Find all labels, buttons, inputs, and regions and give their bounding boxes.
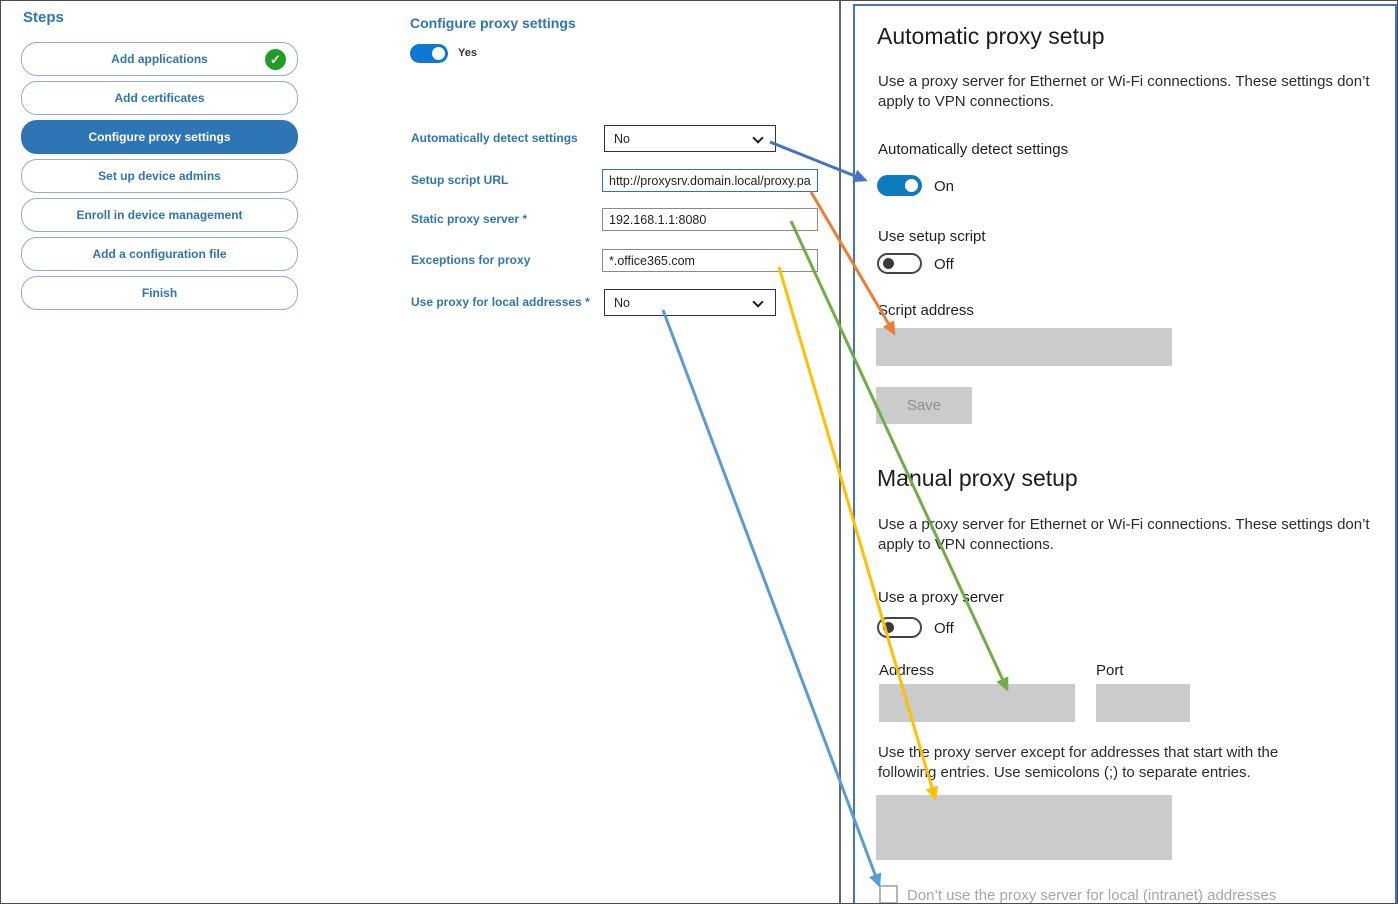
local-addresses-mapping-arrow xyxy=(661,309,882,888)
auto-detect-toggle[interactable] xyxy=(877,175,922,196)
step-add-certificates[interactable]: Add certificates xyxy=(21,81,298,115)
configure-proxy-enabled-toggle[interactable] xyxy=(410,44,448,63)
manual-proxy-description: Use a proxy server for Ethernet or Wi-Fi… xyxy=(878,516,1370,553)
step-set-up-device-admins[interactable]: Set up device admins xyxy=(21,159,298,193)
proxy-port-input[interactable] xyxy=(1096,684,1190,722)
windows-proxy-settings-panel: Automatic proxy setup Use a proxy server… xyxy=(853,4,1397,904)
use-setup-script-label: Use setup script xyxy=(878,228,986,245)
use-proxy-server-label: Use a proxy server xyxy=(878,589,1004,606)
chevron-down-icon xyxy=(752,296,764,308)
step-label: Add certificates xyxy=(114,91,205,105)
address-label: Address xyxy=(879,662,935,679)
step-label: Enroll in device management xyxy=(76,208,243,222)
step-label: Finish xyxy=(141,286,178,300)
static-proxy-server-input[interactable] xyxy=(602,208,818,231)
use-setup-script-toggle[interactable] xyxy=(877,253,922,274)
toggle-knob xyxy=(905,179,918,192)
field-label-exceptions: Exceptions for proxy xyxy=(411,253,531,267)
toggle-state-label: Yes xyxy=(458,47,477,59)
script-address-input[interactable] xyxy=(876,328,1172,366)
auto-detect-label: Automatically detect settings xyxy=(878,141,1069,158)
selected-value: No xyxy=(614,295,630,310)
automatic-proxy-description: Use a proxy server for Ethernet or Wi-Fi… xyxy=(878,73,1370,110)
chevron-down-icon xyxy=(752,132,764,144)
panel-divider xyxy=(839,1,841,903)
proxy-address-input[interactable] xyxy=(879,684,1075,722)
toggle-knob xyxy=(883,622,894,633)
exceptions-for-proxy-input[interactable] xyxy=(602,249,818,272)
auto-detect-select[interactable]: No xyxy=(604,125,776,152)
automatic-proxy-heading: Automatic proxy setup xyxy=(877,23,1105,49)
step-label: Configure proxy settings xyxy=(88,130,231,144)
step-label: Set up device admins xyxy=(98,169,221,183)
use-proxy-server-toggle[interactable] xyxy=(877,617,922,638)
steps-title: Steps xyxy=(23,9,64,26)
port-label: Port xyxy=(1096,662,1124,679)
save-button[interactable]: Save xyxy=(876,387,972,424)
field-label-static-proxy-server: Static proxy server * xyxy=(411,212,528,226)
local-addresses-checkbox-label: Don’t use the proxy server for local (in… xyxy=(907,887,1277,904)
local-addresses-checkbox[interactable] xyxy=(879,885,898,903)
form-title: Configure proxy settings xyxy=(410,15,576,31)
toggle-knob xyxy=(432,47,445,60)
setup-script-url-input[interactable] xyxy=(602,169,818,192)
local-addresses-select[interactable]: No xyxy=(604,289,776,316)
field-label-auto-detect: Automatically detect settings xyxy=(411,131,578,145)
step-finish[interactable]: Finish xyxy=(21,276,298,310)
script-address-label: Script address xyxy=(878,302,974,319)
field-label-local-addresses: Use proxy for local addresses * xyxy=(411,295,590,309)
field-label-setup-script-url: Setup script URL xyxy=(411,173,509,187)
completed-check-icon: ✓ xyxy=(265,49,286,70)
use-proxy-server-state: Off xyxy=(934,620,954,637)
steps-panel: Add applications ✓ Add certificates Conf… xyxy=(21,42,298,315)
manual-proxy-heading: Manual proxy setup xyxy=(877,465,1078,491)
step-add-applications[interactable]: Add applications ✓ xyxy=(21,42,298,76)
step-label: Add a configuration file xyxy=(92,247,227,261)
step-add-a-configuration-file[interactable]: Add a configuration file xyxy=(21,237,298,271)
step-configure-proxy-settings[interactable]: Configure proxy settings xyxy=(21,120,298,154)
selected-value: No xyxy=(614,131,630,146)
exceptions-help-text: Use the proxy server except for addresse… xyxy=(878,744,1279,781)
auto-detect-state: On xyxy=(934,178,955,195)
proxy-exceptions-textarea[interactable] xyxy=(876,795,1172,860)
toggle-knob xyxy=(883,258,894,269)
use-setup-script-state: Off xyxy=(934,256,954,273)
step-label: Add applications xyxy=(111,52,208,66)
step-enroll-in-device-management[interactable]: Enroll in device management xyxy=(21,198,298,232)
